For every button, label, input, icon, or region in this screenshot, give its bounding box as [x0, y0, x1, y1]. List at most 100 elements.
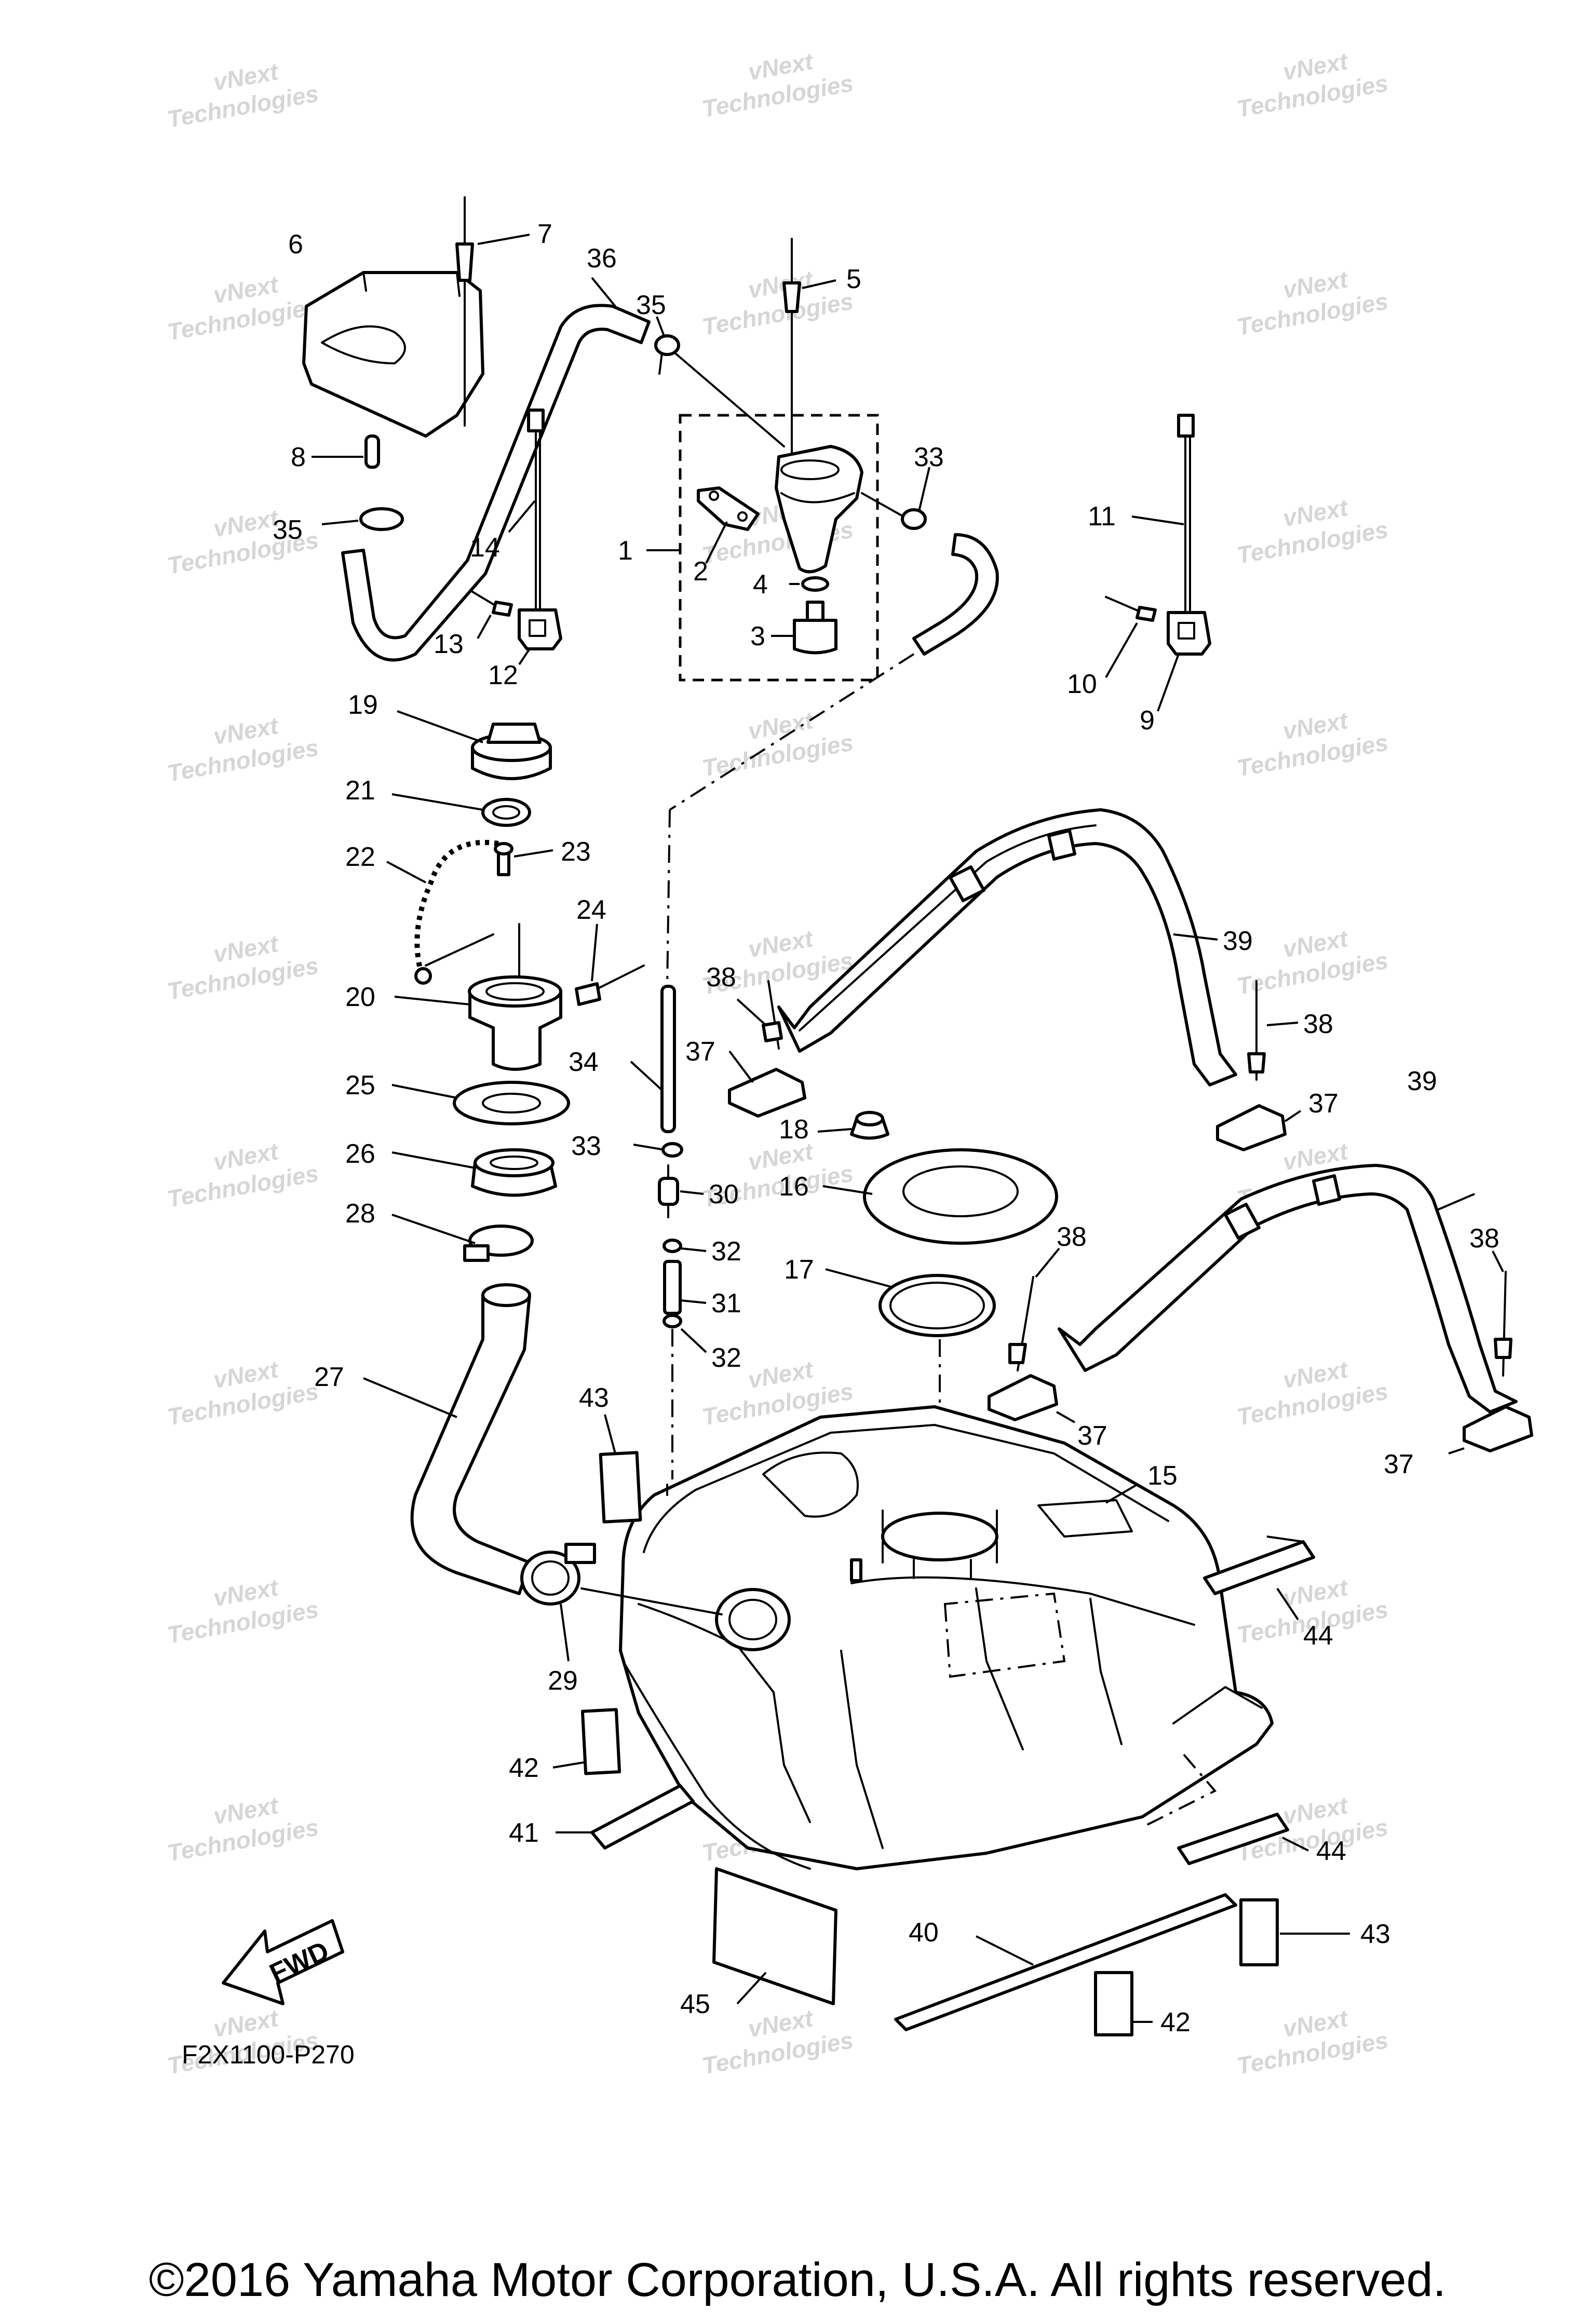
callout-19: 19 — [348, 690, 378, 720]
clamp-part-35-left — [321, 507, 404, 531]
cover-part-6 — [302, 271, 484, 438]
grommet-part-8 — [312, 434, 380, 469]
rivet-part-5 — [782, 238, 836, 468]
pad-part-43-lower — [1239, 1898, 1350, 1966]
pad-part-43-upper — [599, 1414, 642, 1524]
ring-plate-part-16 — [822, 1148, 1058, 1245]
forward-direction-arrow-icon: FWD — [222, 1919, 344, 2005]
callout-9: 9 — [1140, 705, 1155, 736]
nut-part-18 — [817, 1111, 889, 1140]
clamp-part-35-upper — [654, 316, 680, 375]
callout-17: 17 — [784, 1255, 814, 1285]
callout-38b: 38 — [1303, 1009, 1333, 1039]
callout-43: 43 — [579, 1383, 609, 1413]
screw-part-23 — [494, 842, 553, 876]
nut-part-26 — [391, 1148, 557, 1197]
callout-2: 2 — [693, 556, 708, 587]
clip-part-32-lower — [663, 1314, 707, 1353]
pad-part-42-lower — [1094, 1971, 1153, 2036]
tether-part-22 — [386, 839, 499, 985]
bracket-part-2 — [697, 486, 760, 564]
callout-23: 23 — [561, 837, 591, 867]
callout-10: 10 — [1067, 669, 1097, 699]
callout-3: 3 — [750, 621, 765, 651]
callout-29: 29 — [548, 1666, 578, 1696]
callout-4: 4 — [753, 569, 768, 600]
callout-43b: 43 — [1360, 1919, 1390, 1949]
callout-1: 1 — [618, 536, 633, 566]
pad-part-45 — [712, 1867, 837, 2005]
callout-12: 12 — [488, 660, 518, 690]
callout-39: 39 — [1223, 926, 1253, 956]
callout-40: 40 — [909, 1918, 939, 1948]
hose-part-31 — [663, 1260, 707, 1315]
pad-part-42-left — [552, 1708, 621, 1775]
bracket-part-37-mid — [1216, 1104, 1302, 1151]
bracket-part-37-right — [1448, 1405, 1533, 1455]
callout-35: 35 — [636, 290, 666, 320]
callout-30: 30 — [709, 1179, 739, 1209]
callout-37d: 37 — [1384, 1449, 1414, 1479]
callout-11: 11 — [1088, 501, 1116, 532]
callout-15: 15 — [1147, 1461, 1178, 1491]
callout-34: 34 — [569, 1047, 599, 1077]
clamp-part-29 — [520, 1543, 596, 1662]
bracket-part-37-lower-center — [988, 1374, 1075, 1423]
rivet-part-38-lower-center — [1008, 1247, 1060, 1371]
gasket-part-21 — [391, 793, 531, 827]
pad-part-44-lower — [1177, 1813, 1309, 1865]
callout-21: 21 — [345, 776, 375, 806]
callout-27: 27 — [314, 1362, 344, 1392]
pad-part-40 — [894, 1893, 1237, 2031]
pad-part-44-upper — [1203, 1535, 1315, 1621]
callout-35b: 35 — [273, 515, 303, 545]
callout-7: 7 — [537, 219, 552, 249]
callout-20: 20 — [345, 982, 375, 1012]
cable-tie-part-11 — [1131, 414, 1195, 614]
callout-14: 14 — [470, 533, 500, 563]
clamp-part-33-lower — [633, 1142, 683, 1158]
strap-part-39-upper — [777, 808, 1237, 1086]
rivet-part-38-left — [736, 980, 783, 1050]
diagram-code: F2X1100-P270 — [182, 2040, 355, 2069]
gasket-part-17 — [825, 1268, 996, 1337]
callout-8: 8 — [291, 442, 306, 472]
fuel-filter-assembly-box — [679, 414, 879, 682]
fuel-filter-part — [775, 445, 863, 574]
callout-28: 28 — [345, 1199, 375, 1229]
rivet-part-38-mid — [1247, 980, 1299, 1081]
callout-33: 33 — [914, 442, 944, 472]
rivet-part-24 — [575, 923, 645, 1006]
fuel-cap-part-19 — [397, 710, 552, 780]
drain-plug-part-3 — [771, 601, 837, 655]
pad-part-41 — [556, 1784, 695, 1850]
rivet-part-38-right — [1492, 1251, 1512, 1377]
callout-45: 45 — [680, 1989, 710, 2019]
callout-41: 41 — [509, 1818, 539, 1848]
callout-6: 6 — [288, 229, 303, 260]
callout-24: 24 — [576, 895, 606, 925]
copyright-notice: ©2016 Yamaha Motor Corporation, U.S.A. A… — [148, 2253, 1447, 2306]
callout-44b: 44 — [1316, 1836, 1346, 1866]
strap-part-39-lower — [1058, 1164, 1518, 1414]
callout-31: 31 — [711, 1288, 741, 1319]
clip-part-32-upper — [663, 1239, 707, 1253]
callout-37c: 37 — [1077, 1421, 1107, 1451]
callout-26: 26 — [345, 1139, 375, 1169]
clip-part-12 — [518, 608, 562, 665]
callout-42: 42 — [509, 1753, 539, 1783]
callout-44: 44 — [1303, 1621, 1333, 1651]
callout-38: 38 — [706, 962, 736, 993]
rivet-part-13 — [471, 591, 513, 639]
callout-36: 36 — [587, 243, 617, 274]
bracket-part-37-left — [728, 1050, 806, 1118]
callout-numbers: 1 2 3 4 5 6 7 8 9 10 11 12 13 14 15 16 1… — [273, 219, 1499, 2037]
callout-33b: 33 — [571, 1131, 601, 1161]
hose-from-filter — [912, 533, 999, 656]
callout-39b: 39 — [1407, 1066, 1437, 1096]
callout-42b: 42 — [1160, 2007, 1191, 2037]
callout-13: 13 — [434, 629, 464, 659]
filler-hose-part-27 — [363, 1283, 531, 1595]
clamp-part-28 — [391, 1214, 534, 1262]
callout-32b: 32 — [711, 1343, 741, 1373]
